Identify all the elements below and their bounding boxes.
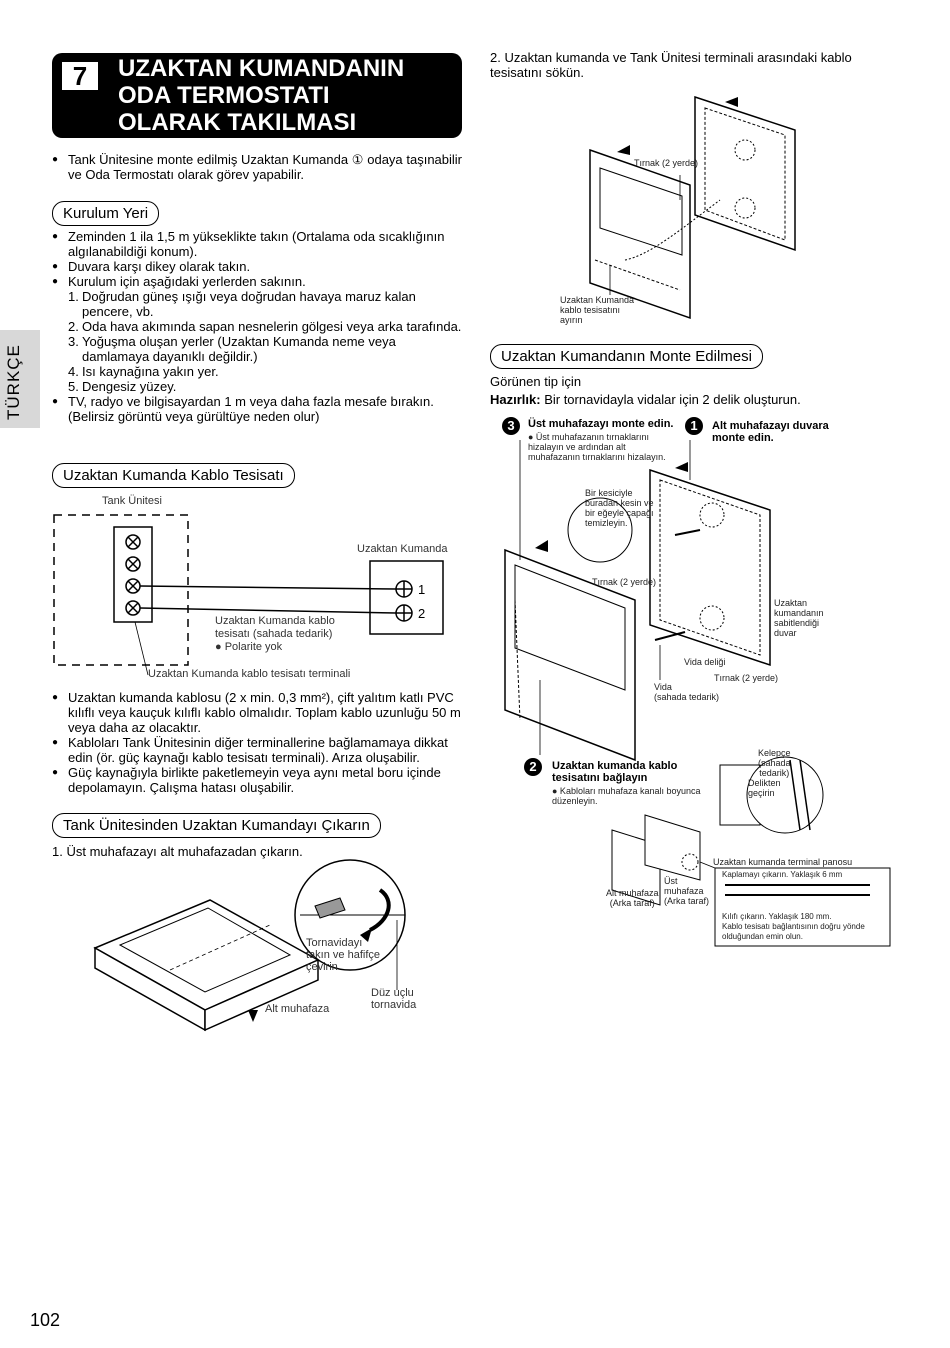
intro-paragraph: Tank Ünitesine monte edilmiş Uzaktan Kum… [52, 152, 462, 182]
claw-label-2: Tırnak (2 yerde) [592, 577, 657, 587]
tank-unit-label: Tank Ünitesi [102, 495, 162, 507]
avoid-item: 3.Yoğuşma oluşan yerler (Uzaktan Kumanda… [68, 334, 396, 364]
title-line-3: OLARAK TAKILMASI [118, 109, 357, 136]
step-3-marker: 3 [502, 417, 520, 435]
section-number: 7 [62, 62, 98, 90]
terminal-1-label: 1 [418, 582, 426, 597]
terminal-board-label: Uzaktan kumanda terminal panosu [713, 857, 853, 867]
cable-notes: Uzaktan kumanda kablosu (2 x min. 0,3 mm… [52, 690, 462, 795]
avoid-item: 1.Doğrudan güneş ışığı veya doğrudan hav… [68, 289, 416, 319]
avoid-item: 5.Dengesiz yüzey. [68, 379, 177, 394]
strip-coating-label: Kaplamayı çıkarın. Yaklaşık 6 mm [722, 870, 843, 879]
step-2-text: 2. Uzaktan kumanda ve Tank Ünitesi termi… [490, 50, 852, 80]
lower-case-back-label: Alt muhafaza(Arka taraf) [606, 888, 659, 908]
step-2-note: ● Kabloları muhafaza kanalı boyunca düze… [552, 786, 701, 806]
remove-heading: Tank Ünitesinden Uzaktan Kumandayı Çıkar… [52, 813, 381, 838]
visible-type-label: Görünen tip için [490, 374, 582, 389]
avoid-item: 4.Isı kaynağına yakın yer. [68, 364, 219, 379]
title-line-2: ODA TERMOSTATI [118, 82, 330, 109]
step-2-marker: 2 [524, 758, 542, 776]
preparation-note: Hazırlık: Bir tornavidayla vidalar için … [490, 392, 801, 407]
install-location-list: Zeminden 1 ila 1,5 m yükseklikte takın (… [52, 229, 464, 424]
install-location-heading: Kurulum Yeri [52, 201, 160, 226]
terminal-2-label: 2 [418, 606, 426, 621]
lower-case-label: Alt muhafaza [265, 1003, 330, 1015]
step-3-note: ● Üst muhafazanın tırnaklarını hizalayın… [528, 432, 666, 462]
cable-heading: Uzaktan Kumanda Kablo Tesisatı [52, 463, 295, 488]
avoid-item: 2.Oda hava akımında sapan nesnelerin göl… [68, 319, 462, 334]
step-3-title: Üst muhafazayı monte edin. [528, 418, 674, 430]
wiring-diagram [53, 514, 444, 676]
section-title: UZAKTAN KUMANDANIN ODA TERMOSTATI OLARAK… [118, 55, 404, 136]
remove-illustration [93, 859, 406, 1032]
remote-label: Uzaktan Kumanda [357, 543, 448, 555]
title-line-1: UZAKTAN KUMANDANIN [118, 55, 405, 82]
section-header: 7 UZAKTAN KUMANDANIN ODA TERMOSTATI OLAR… [52, 53, 462, 138]
page-number: 102 [30, 1310, 61, 1330]
screw-hole-label: Vida deliği [684, 657, 726, 667]
strip-sheath-label: Kılıfı çıkarın. Yaklaşık 180 mm.Kablo te… [722, 912, 865, 941]
screw-label: Vida(sahada tedarik) [654, 682, 720, 702]
terminal-caption: Uzaktan Kumanda kablo tesisatı terminali [148, 668, 351, 680]
language-tab: TÜRKÇE [0, 330, 40, 428]
remove-step-1: 1. Üst muhafazayı alt muhafazadan çıkarı… [52, 844, 303, 859]
mount-heading: Uzaktan Kumandanın Monte Edilmesi [490, 344, 763, 369]
step-1-marker: 1 [685, 417, 703, 435]
claw-label: Tırnak (2 yerde) [634, 158, 699, 168]
claw-label-3: Tırnak (2 yerde) [714, 673, 779, 683]
